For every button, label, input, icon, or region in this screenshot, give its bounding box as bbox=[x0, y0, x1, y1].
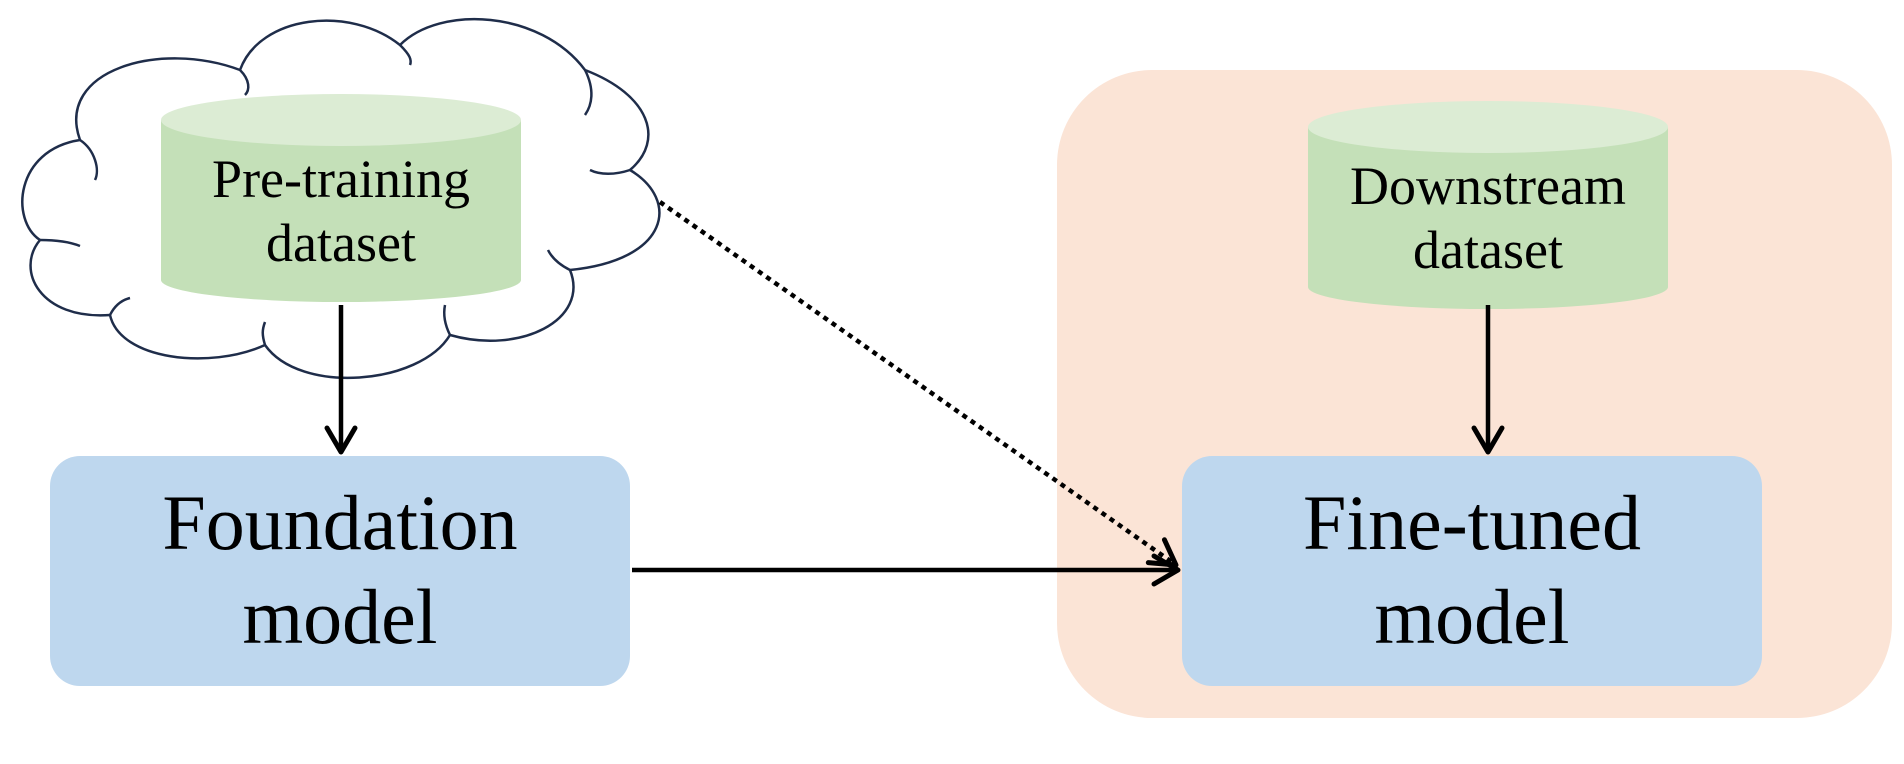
cloud-arc bbox=[108, 296, 131, 316]
cloud-arc bbox=[79, 138, 99, 181]
foundation-model-box bbox=[50, 456, 630, 686]
cloud-arc bbox=[39, 238, 81, 248]
pretraining-dataset-label: Pre-training dataset bbox=[161, 148, 521, 275]
finetuned-model-box bbox=[1182, 456, 1762, 686]
cloud-arc bbox=[239, 69, 250, 96]
finetuned-model-line1: Fine-tuned bbox=[1303, 479, 1641, 566]
pretraining-dataset-line2: dataset bbox=[266, 212, 416, 273]
foundation-model-line2: model bbox=[242, 572, 438, 660]
cloud-arc bbox=[442, 304, 452, 336]
downstream-dataset-line2: dataset bbox=[1413, 219, 1563, 280]
cloud-arc bbox=[399, 44, 412, 66]
downstream-dataset-line1: Downstream bbox=[1350, 156, 1626, 216]
pretraining-dataset-cylinder bbox=[161, 94, 521, 302]
cloud-arc bbox=[546, 249, 571, 272]
foundation-model-label: Foundation model bbox=[50, 476, 630, 663]
cloud-arc bbox=[583, 69, 593, 116]
downstream-dataset-label: Downstream dataset bbox=[1308, 155, 1668, 282]
pretraining-dataset-line1: Pre-training bbox=[212, 149, 470, 209]
downstream-dataset-cylinder bbox=[1308, 101, 1668, 309]
finetuned-model-label: Fine-tuned model bbox=[1182, 476, 1762, 663]
arrow-pretraining-to-finetuned-dotted bbox=[658, 200, 1179, 568]
finetuned-model-line2: model bbox=[1374, 572, 1570, 660]
cloud-arc bbox=[261, 321, 267, 346]
foundation-model-line1: Foundation bbox=[162, 479, 518, 566]
cloud-arc bbox=[589, 168, 631, 175]
